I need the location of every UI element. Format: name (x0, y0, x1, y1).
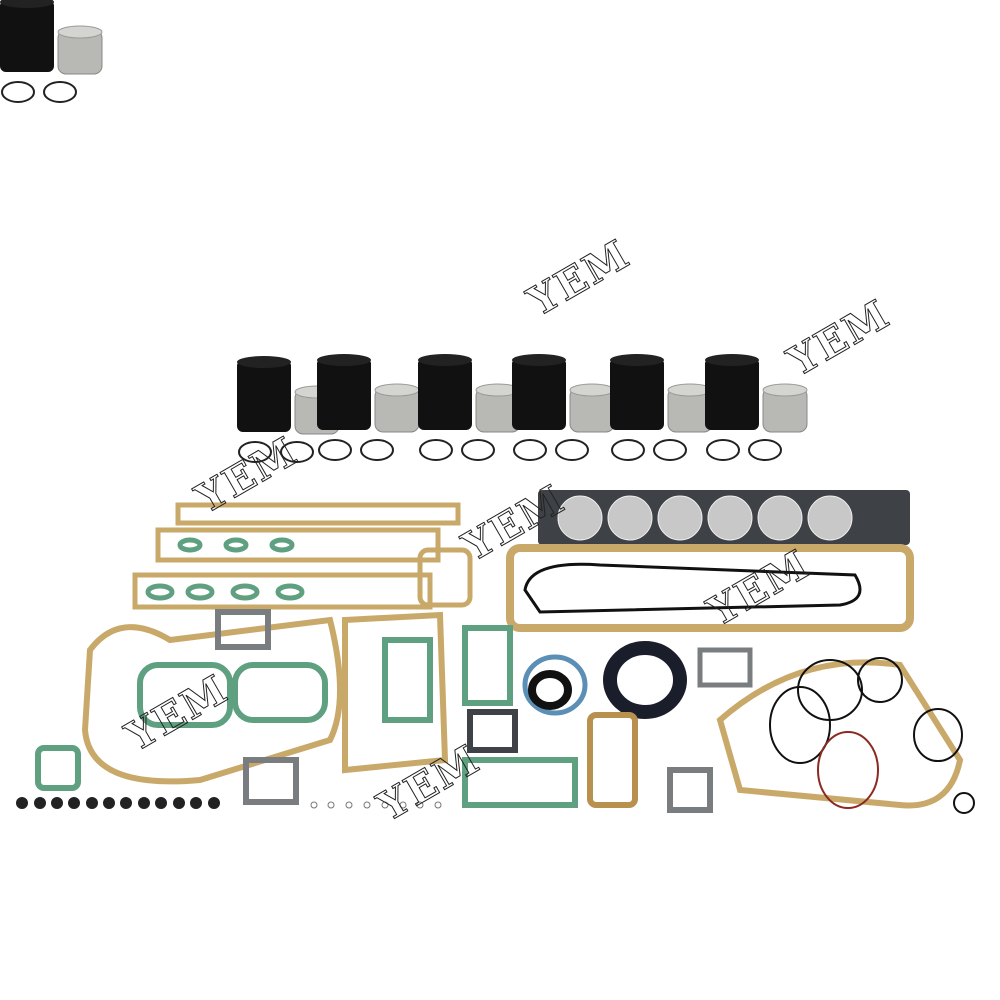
liners-row (0, 0, 103, 103)
